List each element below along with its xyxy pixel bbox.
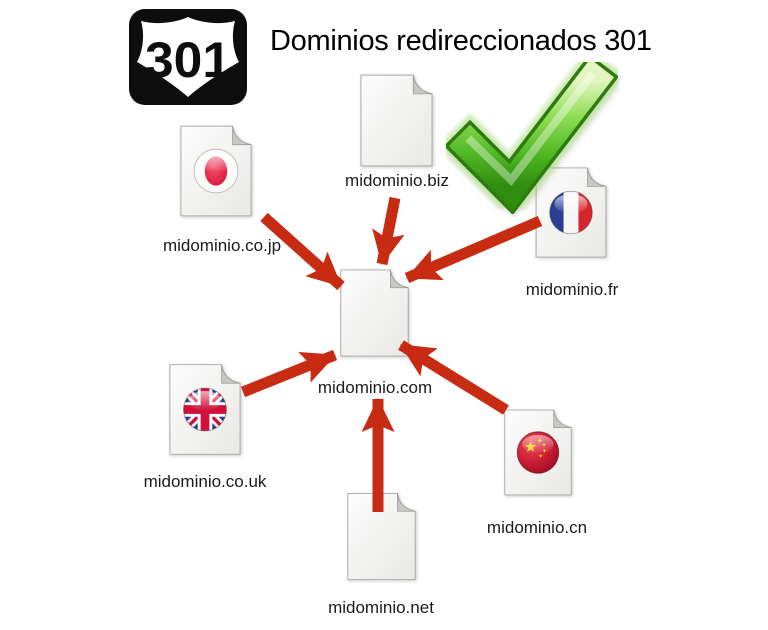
arrow-fr-to-com (404, 215, 543, 284)
route-301-sign: 301 (128, 8, 248, 111)
domain-label-cn: midominio.cn (486, 518, 588, 537)
arrow-biz-to-com (372, 196, 405, 266)
us-route-shield-icon: 301 (129, 9, 247, 105)
domain-label-uk: midominio.co.uk (143, 472, 267, 491)
domain-label-jp: midominio.co.jp (162, 236, 282, 255)
document-icon-center (340, 269, 409, 357)
document-icon (360, 74, 433, 167)
domain-label-fr: midominio.fr (525, 280, 619, 299)
document-icon (535, 167, 607, 258)
page-title: Dominios redireccionados 301 (270, 25, 652, 57)
sign-number: 301 (145, 32, 231, 88)
document-icon (347, 492, 416, 581)
document-icon (169, 364, 241, 455)
domain-label-center: midominio.com (317, 378, 433, 397)
japan-flag-icon (193, 148, 239, 194)
domain-label-net: midominio.net (328, 598, 434, 617)
document-icon (180, 125, 252, 217)
domain-label-biz: midominio.biz (345, 171, 449, 190)
document-icon (504, 409, 572, 496)
china-flag-icon (516, 431, 560, 474)
